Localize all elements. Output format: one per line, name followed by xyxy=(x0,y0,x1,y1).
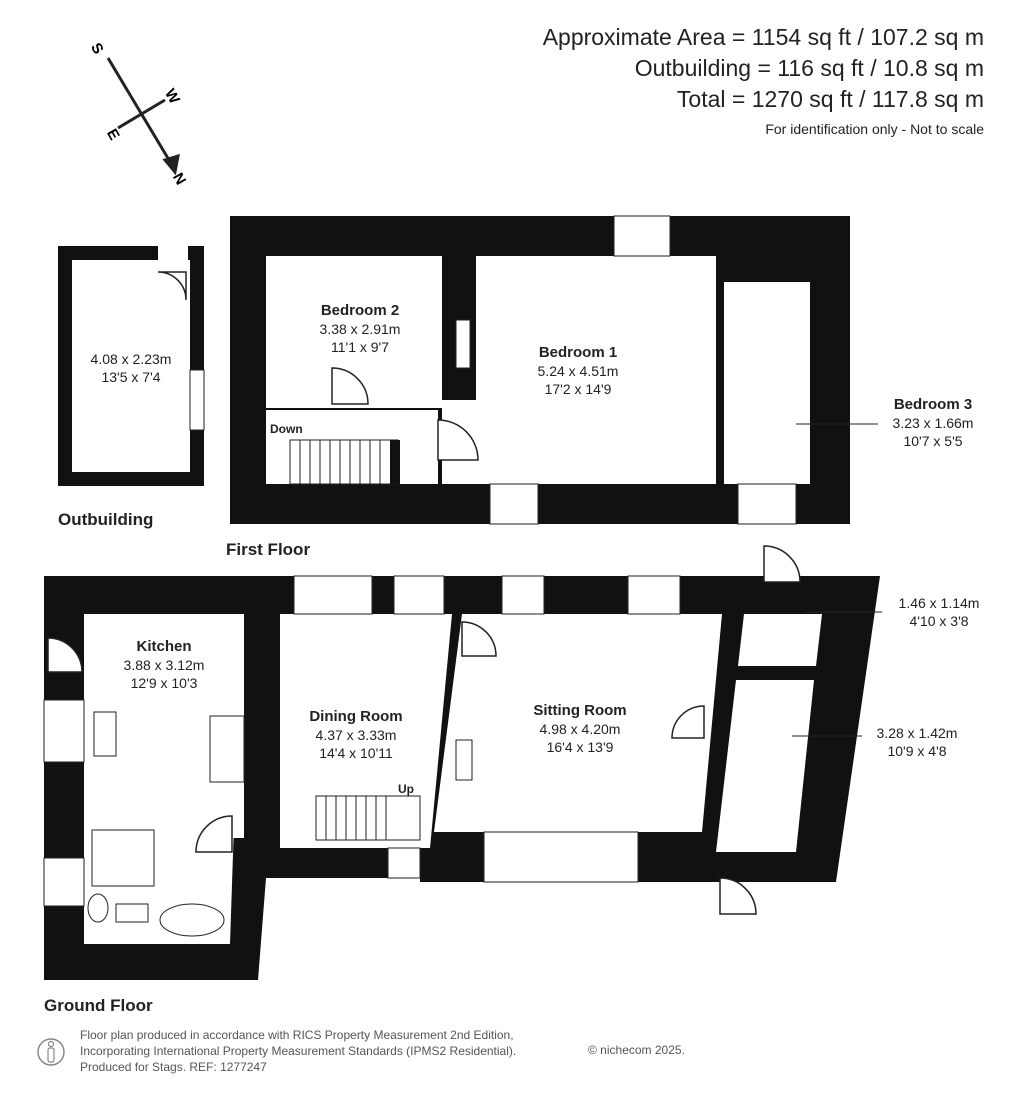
store1-label: 1.46 x 1.14m 4'10 x 3'8 xyxy=(884,594,994,630)
person-icon xyxy=(37,1038,65,1066)
footer-copyright: © nichecom 2025. xyxy=(588,1043,685,1057)
bedroom1-bottom-window xyxy=(489,483,539,525)
approximate-area: Approximate Area = 1154 sq ft / 107.2 sq… xyxy=(542,24,984,50)
sitting-name: Sitting Room xyxy=(533,702,627,719)
sitting-imperial: 16'4 x 13'9 xyxy=(546,739,614,755)
footer-line2: Incorporating International Property Mea… xyxy=(80,1044,517,1058)
scale-note: For identification only - Not to scale xyxy=(765,121,984,137)
bedroom2-door xyxy=(331,367,369,405)
dining-room: Dining Room 4.37 x 3.33m 14'4 x 10'11 xyxy=(294,708,418,762)
bedroom1-room: Bedroom 1 5.24 x 4.51m 17'2 x 14'9 xyxy=(518,344,638,398)
fireplace-upper xyxy=(455,319,471,369)
store2-label: 3.28 x 1.42m 10'9 x 4'8 xyxy=(862,724,972,760)
first-floor-label: First Floor xyxy=(226,540,311,559)
footer-text: Floor plan produced in accordance with R… xyxy=(80,1027,516,1075)
store2-metric: 3.28 x 1.42m xyxy=(876,725,958,741)
sitting-door xyxy=(461,621,497,657)
bedroom3-window xyxy=(737,483,797,525)
outbuilding-interior xyxy=(72,260,190,472)
stairs-down-label: Down xyxy=(270,422,303,436)
bedroom2-imperial: 11'1 x 9'7 xyxy=(330,339,390,355)
bedroom3-name: Bedroom 3 xyxy=(893,396,973,413)
first-floor-stairs xyxy=(289,439,399,485)
outbuilding-room: 4.08 x 2.23m 13'5 x 7'4 xyxy=(74,350,188,386)
dining-metric: 4.37 x 3.33m xyxy=(315,727,397,743)
footer-line3: Produced for Stags. REF: 1277247 xyxy=(80,1060,267,1074)
ground-floor-label: Ground Floor xyxy=(44,996,153,1015)
store-door xyxy=(671,705,705,739)
kitchen-name: Kitchen xyxy=(136,638,192,655)
ground-floor-stairs xyxy=(315,795,421,841)
shower xyxy=(91,829,155,887)
fireplace-lower xyxy=(455,739,473,781)
outbuilding-imperial: 13'5 x 7'4 xyxy=(101,369,161,385)
outbuilding-metric: 4.08 x 2.23m xyxy=(90,351,172,367)
bedroom2-room: Bedroom 2 3.38 x 2.91m 11'1 x 9'7 xyxy=(300,302,420,356)
first-floor-interiors xyxy=(266,256,810,484)
bathroom-door xyxy=(195,815,233,853)
landing-door xyxy=(437,419,479,461)
bedroom1-imperial: 17'2 x 14'9 xyxy=(544,381,612,397)
bath xyxy=(159,903,225,937)
kitchen-door xyxy=(47,637,83,673)
store1-door xyxy=(763,545,801,583)
bedroom1-top-window xyxy=(613,215,671,257)
store1-metric: 1.46 x 1.14m xyxy=(898,595,980,611)
bedroom3-metric: 3.23 x 1.66m xyxy=(892,415,974,431)
bedroom1-name: Bedroom 1 xyxy=(538,344,618,361)
dining-imperial: 14'4 x 10'11 xyxy=(319,745,393,761)
basin xyxy=(115,903,149,923)
store1-imperial: 4'10 x 3'8 xyxy=(909,613,969,629)
total-area: Total = 1270 sq ft / 117.8 sq m xyxy=(676,86,984,112)
bedroom2-name: Bedroom 2 xyxy=(320,302,400,319)
bedroom2-metric: 3.38 x 2.91m xyxy=(319,321,401,337)
compass-e: E xyxy=(103,126,123,143)
hob xyxy=(209,715,245,783)
footer-line1: Floor plan produced in accordance with R… xyxy=(80,1028,514,1042)
dining-name: Dining Room xyxy=(309,708,403,725)
kitchen-metric: 3.88 x 3.12m xyxy=(123,657,205,673)
outbuilding-label: Outbuilding xyxy=(58,510,154,529)
bedroom3-room: Bedroom 3 3.23 x 1.66m 10'7 x 5'5 xyxy=(878,396,988,450)
kitchen-room: Kitchen 3.88 x 3.12m 12'9 x 10'3 xyxy=(104,638,224,692)
store2-imperial: 10'9 x 4'8 xyxy=(887,743,947,759)
sitting-metric: 4.98 x 4.20m xyxy=(539,721,621,737)
sitting-room: Sitting Room 4.98 x 4.20m 16'4 x 13'9 xyxy=(518,702,642,756)
compass-s: S xyxy=(87,40,107,57)
compass-icon xyxy=(106,57,180,176)
outbuilding-door xyxy=(157,271,187,301)
compass-w: W xyxy=(161,86,183,107)
sink xyxy=(93,711,117,757)
outbuilding-window xyxy=(189,369,205,431)
kitchen-imperial: 12'9 x 10'3 xyxy=(130,675,198,691)
ground-floor-windows xyxy=(43,575,681,907)
store2-door xyxy=(719,877,757,915)
outbuilding-area: Outbuilding = 116 sq ft / 10.8 sq m xyxy=(634,55,984,81)
area-summary: Approximate Area = 1154 sq ft / 107.2 sq… xyxy=(543,22,984,137)
bedroom1-metric: 5.24 x 4.51m xyxy=(537,363,619,379)
stairs-up-label: Up xyxy=(398,782,414,796)
compass-n: N xyxy=(169,170,189,188)
bedroom3-imperial: 10'7 x 5'5 xyxy=(903,433,963,449)
toilet xyxy=(87,893,109,923)
